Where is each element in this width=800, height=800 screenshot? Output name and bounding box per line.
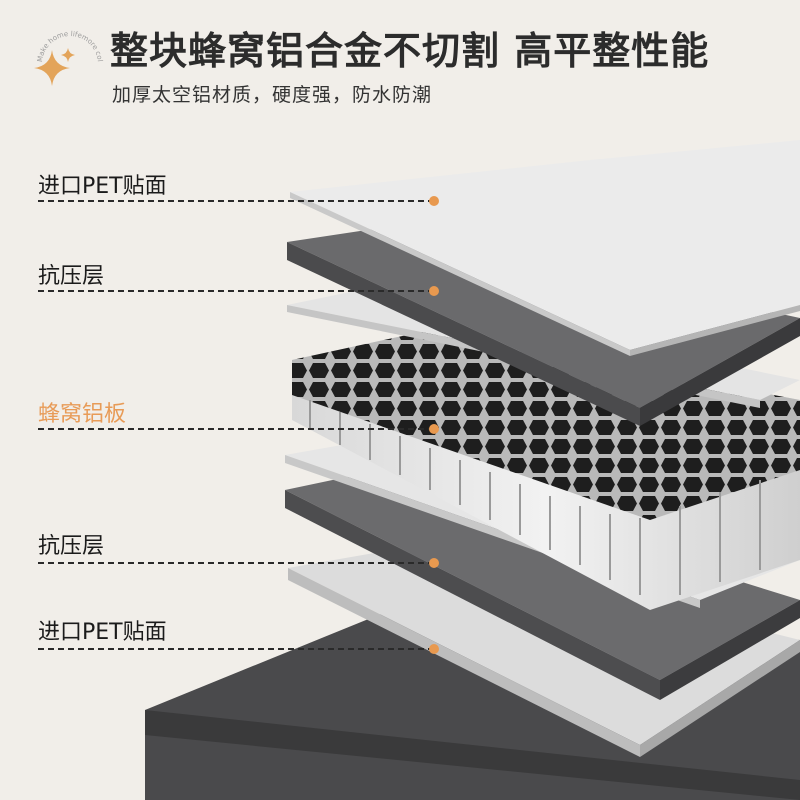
callout-dot	[429, 558, 439, 568]
leader-line	[38, 200, 434, 202]
layer-label-honeycomb: 蜂窝铝板	[38, 402, 127, 427]
layer-label-top-pet: 进口PET贴面	[38, 174, 167, 199]
sparkle-star-icon	[34, 48, 75, 86]
leader-line	[38, 428, 434, 430]
callout-dot	[429, 286, 439, 296]
leader-line	[38, 290, 434, 292]
top-pet-sheet	[290, 140, 800, 356]
leader-line	[38, 562, 434, 564]
lower-compression-sheet	[285, 470, 800, 700]
layer-label-upper-compression: 抗压层	[38, 264, 105, 289]
page-subtitle: 加厚太空铝材质，硬度强，防水防潮	[112, 84, 433, 106]
page-title: 整块蜂窝铝合金不切割 高平整性能	[110, 29, 710, 73]
callout-dot	[429, 644, 439, 654]
bottom-pet-sheet	[288, 545, 800, 757]
layer-label-lower-compression: 抗压层	[38, 534, 105, 559]
brand-badge: Make home lifemore colorful	[30, 20, 104, 86]
callout-dot	[429, 196, 439, 206]
leader-line	[38, 648, 434, 650]
layer-label-bottom-pet: 进口PET贴面	[38, 620, 167, 645]
callout-dot	[429, 424, 439, 434]
upper-compression-sheet	[287, 228, 800, 426]
